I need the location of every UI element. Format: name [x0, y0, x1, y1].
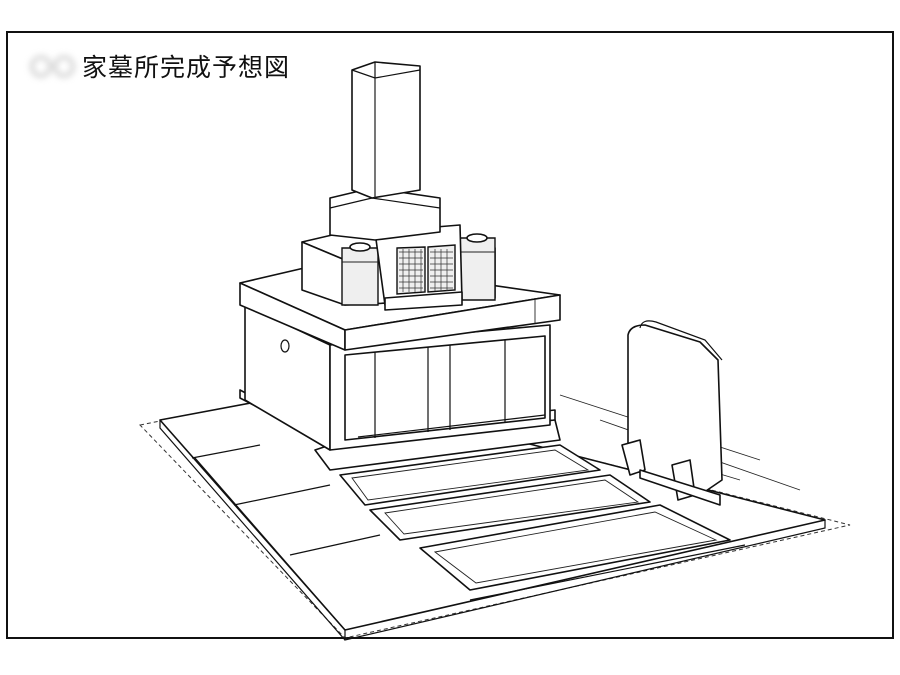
main-body [244, 304, 551, 451]
offering-stand [374, 224, 463, 311]
walkway-stones [339, 444, 731, 591]
page-title: 家墓所完成予想図 [82, 53, 291, 82]
flower-vase-right [459, 233, 496, 301]
title-block: 〇〇 家墓所完成予想図 [30, 48, 290, 84]
central-tombstone [351, 61, 421, 199]
plot-boundary [139, 389, 851, 639]
flower-vase-left [341, 242, 379, 306]
owner-name: 〇〇 [30, 56, 77, 81]
memorial-plaque [621, 320, 723, 506]
